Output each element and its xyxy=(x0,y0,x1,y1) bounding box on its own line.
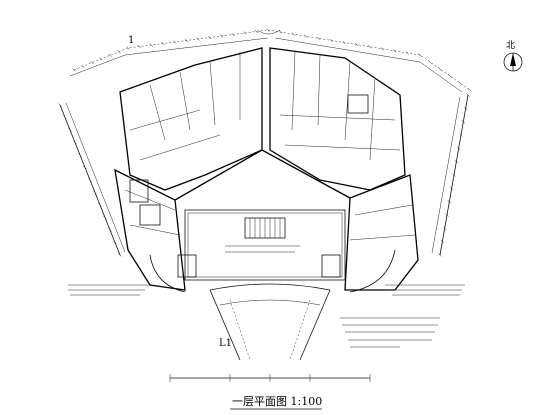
dimension-tick xyxy=(161,41,165,46)
dimension-tick xyxy=(83,165,87,170)
dimension-tick xyxy=(456,146,461,151)
dimension-tick xyxy=(367,44,372,49)
dimension-tick xyxy=(108,228,112,232)
dimension-tick xyxy=(452,173,456,177)
dimension-ticks xyxy=(58,28,472,257)
dimension-tick xyxy=(98,203,102,207)
dimension-tick xyxy=(58,103,62,107)
dimension-tick xyxy=(68,128,72,132)
dimension-tick xyxy=(449,186,454,191)
dimension-tick xyxy=(458,81,462,85)
dimension-tick xyxy=(242,31,247,35)
dimension-tick xyxy=(231,32,235,37)
dimension-tick xyxy=(440,239,445,244)
dimension-tick xyxy=(428,60,432,64)
dimension-tick xyxy=(219,34,224,38)
dimension-tick xyxy=(207,35,212,40)
bottom-dimension xyxy=(169,374,371,382)
dimension-tick xyxy=(93,190,97,195)
dimension-tick xyxy=(72,68,76,72)
dimension-tick xyxy=(254,29,259,34)
dimension-tick xyxy=(438,253,442,257)
stair-blocks xyxy=(129,94,369,278)
dimension-tick xyxy=(81,64,85,69)
dimension-tick xyxy=(113,240,117,245)
dimension-tick xyxy=(117,49,121,54)
dimension-tick xyxy=(342,40,346,45)
dimension-tick xyxy=(461,119,466,124)
axis-label-left: L1 xyxy=(219,338,232,349)
drawing-title: 一层平面图 1:100 xyxy=(232,395,322,408)
dimension-tick xyxy=(316,36,321,41)
dimension-tick xyxy=(78,153,82,157)
north-arrow-icon: 北 xyxy=(503,40,523,72)
dimension-tick xyxy=(445,213,449,217)
dimension-tick xyxy=(329,38,334,43)
dimension-tick xyxy=(103,215,107,220)
dimension-tick xyxy=(463,106,468,111)
dimension-tick xyxy=(468,88,472,92)
dimension-tick xyxy=(291,32,296,36)
north-label: 北 xyxy=(506,40,515,51)
entrance-wedge xyxy=(209,283,331,361)
dimension-tick xyxy=(380,47,384,51)
dimension-tick xyxy=(126,46,130,50)
dimension-tick xyxy=(88,178,92,182)
dimension-tick xyxy=(304,34,308,38)
dimension-tick xyxy=(459,133,463,137)
dimension-tick xyxy=(447,199,452,204)
dimension-tick xyxy=(448,74,452,78)
dimension-tick xyxy=(184,38,189,43)
dimension-tick xyxy=(354,42,359,47)
dimension-tick xyxy=(118,253,122,257)
building-footprint xyxy=(114,47,419,291)
room-partitions xyxy=(124,51,416,241)
dimension-tick xyxy=(442,226,447,231)
axis-label-top: 1 xyxy=(128,35,134,46)
dimension-tick xyxy=(438,67,442,71)
dimension-tick xyxy=(466,93,470,97)
dimension-tick xyxy=(63,115,67,120)
dimension-tick xyxy=(266,28,270,32)
annotation-notes xyxy=(68,245,465,348)
dimension-tick xyxy=(405,51,410,55)
dimension-tick xyxy=(99,57,103,61)
dimension-tick xyxy=(73,140,77,145)
curved-walls xyxy=(149,29,396,293)
dimension-tick xyxy=(418,53,422,57)
dimension-tick xyxy=(90,60,94,65)
dimension-tick xyxy=(108,53,112,58)
dimension-tick xyxy=(137,44,142,49)
dimension-tick xyxy=(172,40,177,44)
dimension-tick xyxy=(454,159,459,164)
dimension-tick xyxy=(196,37,200,41)
dimension-tick xyxy=(149,43,154,47)
dimension-tick xyxy=(392,49,397,53)
dimension-tick xyxy=(278,30,283,34)
